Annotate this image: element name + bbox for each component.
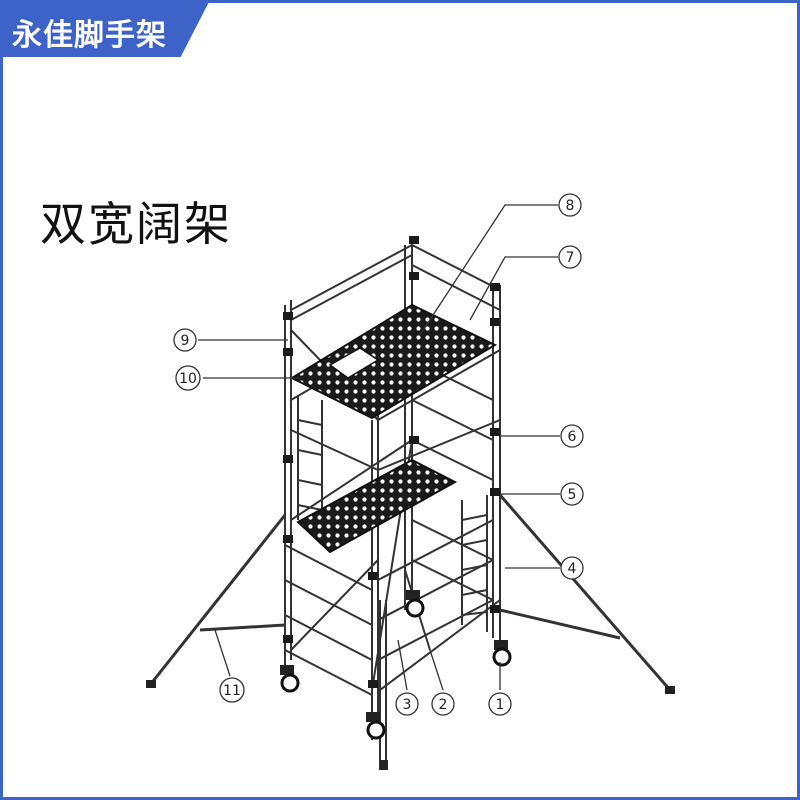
callouts: 8 7 9 10 6 5 4 1 (173, 193, 584, 716)
callout-7: 7 (558, 245, 582, 269)
outrigger-right-brace (499, 608, 621, 640)
castor-wheel (405, 590, 425, 618)
platform-hatch (328, 347, 380, 379)
callout-9: 9 (173, 328, 197, 352)
outrigger-left-brace (199, 623, 286, 632)
external-ladder (461, 495, 488, 632)
callout-11: 11 (219, 677, 245, 703)
castor-wheels (280, 590, 512, 740)
svg-text:2: 2 (439, 697, 448, 713)
top-rail-back-2 (411, 264, 501, 311)
castor-wheel (492, 640, 512, 667)
callout-3: 3 (395, 692, 419, 716)
internal-ladder (297, 395, 323, 520)
leader-2 (429, 649, 444, 691)
castor-wheel (280, 665, 300, 693)
callout-8: 8 (558, 193, 582, 217)
svg-text:5: 5 (568, 487, 577, 503)
svg-text:1: 1 (496, 697, 505, 713)
svg-text:6: 6 (568, 429, 577, 445)
top-rail-back (411, 244, 501, 291)
top-rail-right (377, 349, 501, 421)
callout-1: 1 (488, 692, 512, 716)
top-rail-left (290, 244, 413, 311)
svg-text:7: 7 (566, 250, 575, 266)
callout-5: 5 (560, 482, 584, 506)
leader-11 (214, 629, 231, 677)
outrigger-feet (146, 680, 675, 770)
callout-2: 2 (431, 692, 455, 716)
outriggers (148, 494, 672, 691)
svg-text:9: 9 (181, 333, 190, 349)
svg-text:10: 10 (179, 371, 197, 387)
page-heading: 双宽阔架 (40, 197, 232, 251)
lower-platform (296, 458, 458, 554)
brand-title: 永佳脚手架 (12, 18, 167, 53)
side-rungs (284, 359, 494, 696)
outrigger-left (148, 514, 287, 686)
callout-10: 10 (175, 365, 201, 391)
castor-wheel (366, 712, 386, 740)
leader-lines (198, 204, 560, 691)
top-platform (289, 303, 498, 420)
top-rail-left-2 (290, 254, 413, 321)
svg-text:11: 11 (223, 683, 241, 699)
leader-3 (397, 639, 408, 691)
leader-7 (469, 256, 558, 321)
svg-text:4: 4 (568, 561, 577, 577)
svg-text:3: 3 (403, 697, 412, 713)
leader-8 (419, 204, 558, 336)
clamps (283, 236, 500, 688)
callout-4: 4 (560, 556, 584, 580)
brand-banner: 永佳脚手架 (0, 0, 210, 57)
callout-6: 6 (560, 424, 584, 448)
outrigger-right (498, 494, 672, 691)
svg-text:8: 8 (566, 198, 575, 214)
